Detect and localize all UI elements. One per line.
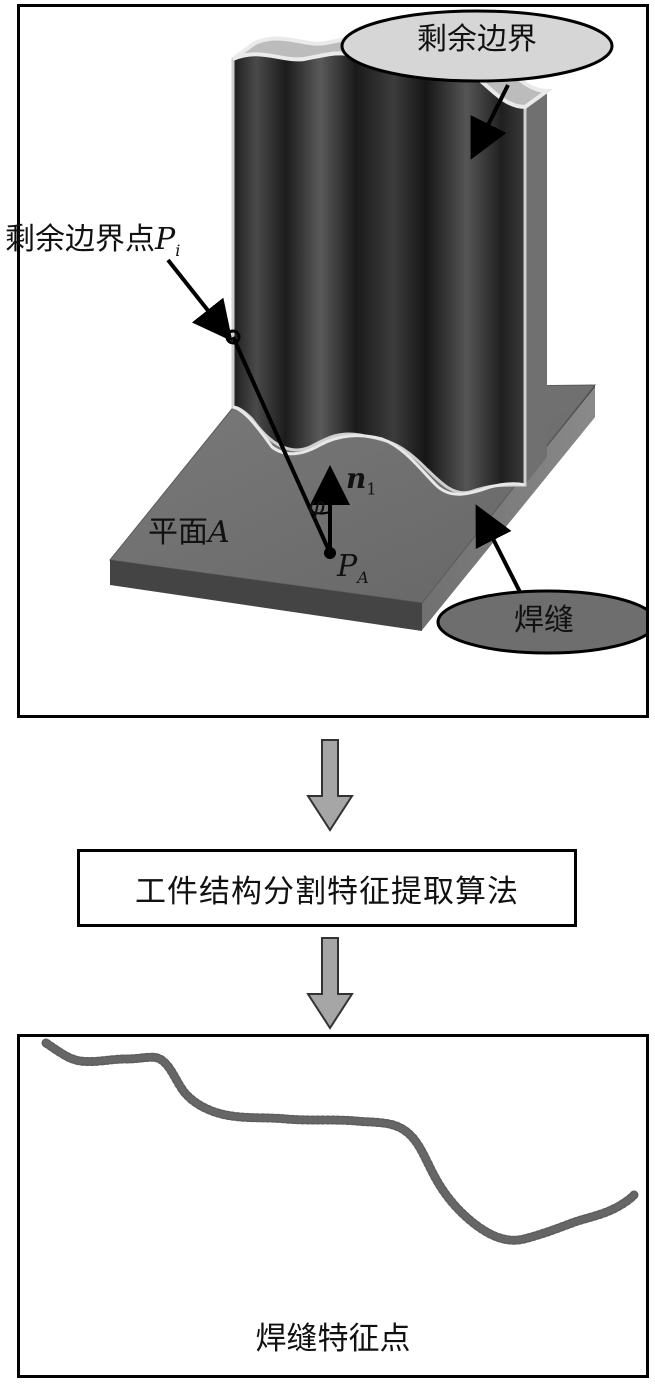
boundary-point-pi-marker (225, 329, 241, 345)
pi-to-pa-line (231, 336, 332, 554)
workpiece-wall (231, 35, 554, 495)
normal-n1-sub: 1 (366, 479, 377, 499)
point-pa-marker (324, 547, 336, 559)
normal-n1-label: n1 (346, 465, 377, 498)
weld-pointer (475, 504, 525, 599)
angle-phi-arc (312, 511, 331, 515)
angle-phi-label: φ (308, 494, 325, 518)
flow-arrow-down-1 (305, 738, 355, 832)
remaining-boundary-oval (340, 9, 614, 83)
weld-callout (436, 504, 646, 655)
algorithm-step-label: 工件结构分割特征提取算法 (135, 873, 519, 910)
boundary-point-pointer (166, 258, 233, 342)
workpiece-figure-panel: 剩余边界 剩余边界点Pi φ n1 平面A PA 焊缝 (5, 4, 649, 718)
point-pa-sub: A (357, 568, 369, 587)
weld-feature-points-core (43, 1040, 637, 1244)
weld-oval (436, 589, 646, 655)
plane-a-label: 平面A (148, 518, 230, 548)
weld-feature-points-curve (41, 1038, 639, 1245)
remaining-boundary-callout (340, 9, 614, 160)
boundary-point-sub: i (175, 241, 181, 260)
down-arrow-icon (306, 937, 354, 1030)
weld-feature-points-caption: 焊缝特征点 (255, 1321, 411, 1357)
down-arrow-icon (306, 739, 354, 832)
plane-a-text: 平面 (148, 515, 208, 550)
wall-side-face (525, 91, 547, 485)
weld-label: 焊缝 (514, 603, 574, 638)
flow-arrow-down-2 (305, 936, 355, 1030)
weld-feature-points-plot (41, 1038, 639, 1245)
boundary-point-label: 剩余边界点Pi (5, 225, 180, 259)
weld-feature-points-panel: 焊缝特征点 (17, 1034, 649, 1378)
point-pa-label: PA (337, 552, 369, 586)
angle-phi-text: φ (308, 492, 325, 520)
weld-seam-line (232, 405, 526, 496)
workpiece-3d-illustration (109, 9, 646, 655)
wall-front-face (231, 51, 527, 495)
plane-a-var: A (208, 515, 230, 550)
normal-n1-var: n (346, 462, 367, 495)
remaining-boundary-pointer (470, 84, 510, 160)
remaining-boundary-label: 剩余边界 (417, 22, 537, 57)
boundary-point-text: 剩余边界点 (5, 222, 155, 257)
algorithm-step-box: 工件结构分割特征提取算法 (77, 849, 577, 927)
boundary-point-var: P (155, 222, 176, 257)
plate-edge-face (110, 560, 422, 631)
point-pa-var: P (337, 549, 358, 584)
